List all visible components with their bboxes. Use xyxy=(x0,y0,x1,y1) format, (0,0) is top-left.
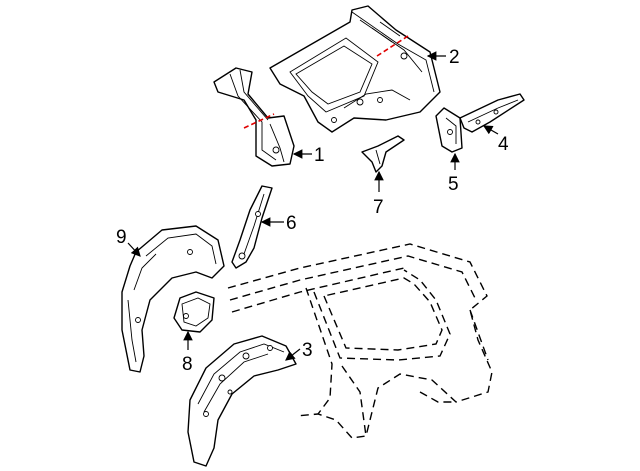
part-4-rail xyxy=(459,93,525,133)
part-3-inner-wheelhouse xyxy=(187,335,297,467)
part-7-bracket xyxy=(361,135,405,173)
part-6-reinforcement xyxy=(231,185,273,269)
callout-2: 2 xyxy=(449,47,460,68)
callout-8: 8 xyxy=(182,354,193,375)
callout-3: 3 xyxy=(302,340,313,361)
callout-labels: 1 2 3 4 5 6 7 8 9 xyxy=(116,47,509,375)
part-5-extension xyxy=(435,107,463,153)
callout-5: 5 xyxy=(448,174,459,195)
callout-7: 7 xyxy=(373,197,384,218)
callout-1: 1 xyxy=(314,145,325,166)
callout-9: 9 xyxy=(116,227,127,248)
leader-lines xyxy=(127,51,499,361)
part-2-quarter-inner-panel xyxy=(269,5,441,133)
quarter-panel-outline xyxy=(227,243,493,439)
leader-4 xyxy=(482,125,499,135)
part-9-wheelhouse xyxy=(121,225,225,373)
part-8-housing xyxy=(173,291,215,333)
callout-4: 4 xyxy=(498,134,509,155)
leader-3 xyxy=(285,348,301,361)
callout-6: 6 xyxy=(286,213,297,234)
leader-9 xyxy=(127,242,141,257)
part-1-pillar xyxy=(213,67,295,167)
